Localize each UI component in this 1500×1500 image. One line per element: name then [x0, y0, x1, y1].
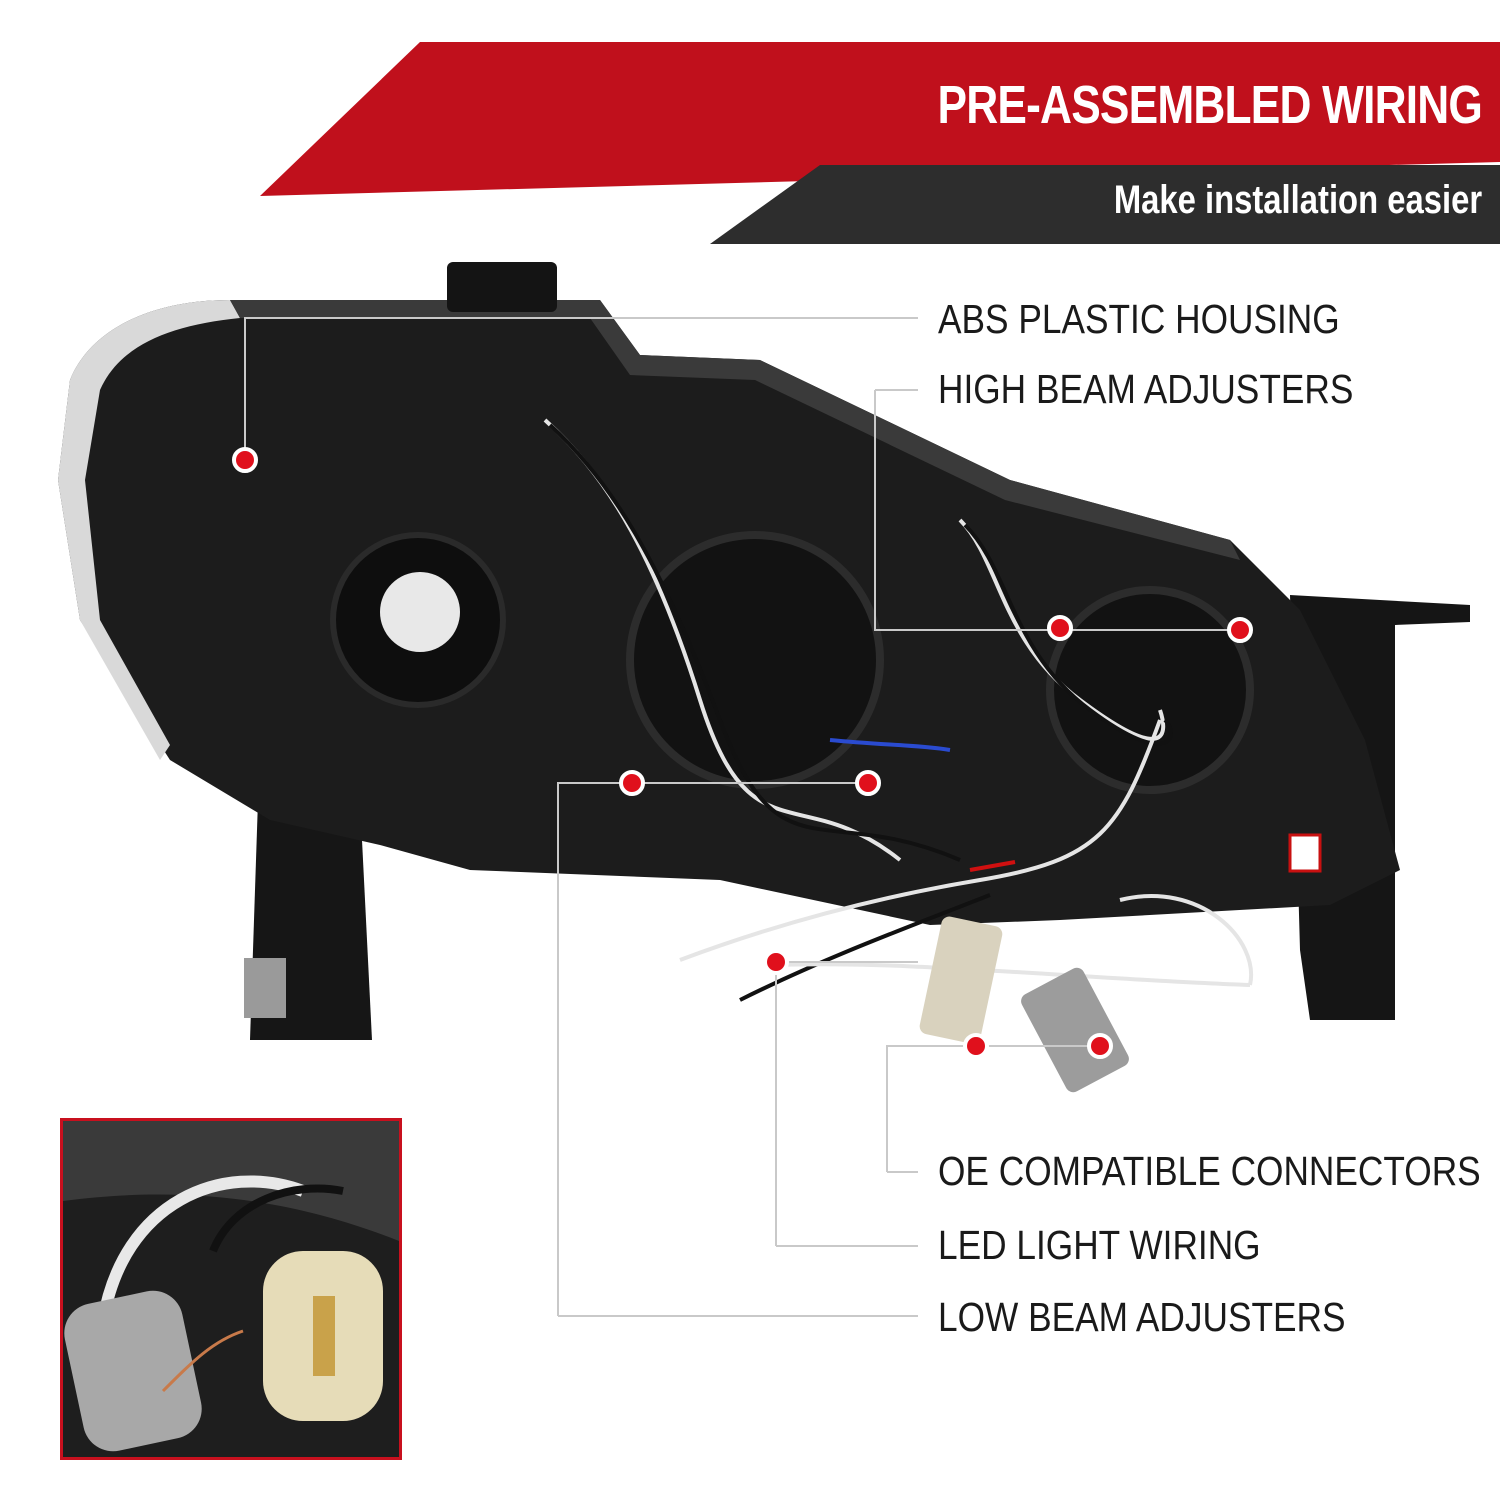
lens-edge	[58, 300, 240, 760]
top-post	[447, 262, 557, 312]
banner-title: PRE-ASSEMBLED WIRING	[937, 75, 1482, 135]
marker-low-2	[855, 770, 881, 796]
top-rim	[230, 300, 1240, 560]
oe-connector-gray	[1021, 967, 1129, 1093]
low-beam-cap	[626, 531, 884, 789]
marker-high-2	[1227, 617, 1253, 643]
wiring-harness	[543, 418, 1254, 1002]
leader-lines	[244, 317, 1240, 1317]
left-clip	[244, 958, 286, 1018]
marker-high-1	[1047, 615, 1073, 641]
red-banner-shape	[260, 42, 1500, 196]
marker-low-1	[619, 770, 645, 796]
warning-label	[1288, 833, 1322, 873]
marker-oe-1	[963, 1033, 989, 1059]
callout-low-beam-adjusters: LOW BEAM ADJUSTERS	[938, 1294, 1346, 1340]
dark-banner-shape	[710, 165, 1500, 244]
connector-closeup-icon	[63, 1121, 399, 1457]
banner-subtitle: Make installation easier	[1113, 178, 1482, 222]
connector-closeup-inset	[60, 1118, 402, 1460]
callout-abs-plastic-housing: ABS PLASTIC HOUSING	[938, 296, 1340, 342]
callout-oe-compatible-connectors: OE COMPATIBLE CONNECTORS	[938, 1148, 1481, 1194]
high-beam-cap	[1046, 586, 1254, 794]
turn-signal-bulb	[380, 572, 460, 652]
header-banner	[260, 42, 1500, 244]
callout-markers	[232, 447, 1253, 1059]
callout-high-beam-adjusters: HIGH BEAM ADJUSTERS	[938, 366, 1354, 412]
oe-connector-white	[919, 916, 1003, 1044]
marker-led	[763, 949, 789, 975]
marker-abs	[232, 447, 258, 473]
marker-oe-2	[1087, 1033, 1113, 1059]
callout-led-light-wiring: LED LIGHT WIRING	[938, 1222, 1261, 1268]
